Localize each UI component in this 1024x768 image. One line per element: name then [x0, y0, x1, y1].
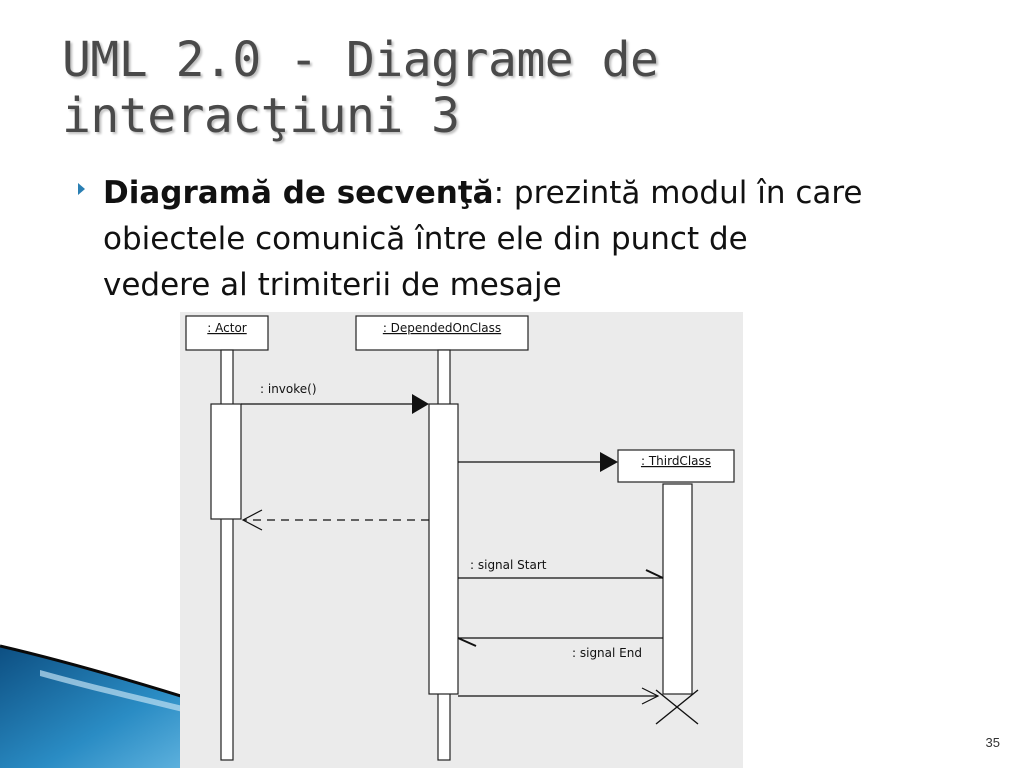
page-number: 35 [985, 735, 1000, 750]
bullet-text: Diagramă de secvenţă: prezintă modul în … [103, 170, 963, 308]
sequence-diagram: : Actor : DependedOnClass : ThirdClass :… [180, 312, 743, 768]
activation-actor [210, 403, 242, 520]
object-actor: : Actor [185, 315, 269, 351]
bullet-arrow-icon [78, 183, 85, 195]
object-depended-label: : DependedOnClass [383, 321, 501, 335]
message-return [241, 509, 429, 531]
message-signal-end: : signal End [457, 637, 663, 660]
object-third-class: : ThirdClass [617, 449, 735, 483]
object-third-label: : ThirdClass [641, 454, 711, 468]
bullet-line-3: vedere al trimiterii de mesaje [103, 267, 562, 303]
bullet-line-2: obiectele comunică între ele din punct d… [103, 221, 748, 257]
message-invoke: : invoke() [241, 382, 429, 414]
title-line-2: interacţiuni 3 [62, 88, 460, 144]
decorative-swoosh [0, 644, 200, 768]
bullet-separator: : [493, 175, 505, 211]
message-destroy [458, 687, 660, 705]
object-depended-on-class: : DependedOnClass [355, 315, 529, 351]
activation-depended [428, 403, 459, 695]
bullet-line-1: prezintă modul în care [504, 175, 863, 211]
message-signal-start: : signal Start [458, 558, 664, 579]
destroy-x-icon [655, 689, 699, 725]
object-actor-label: : Actor [207, 321, 247, 335]
bullet-term: Diagramă de secvenţă [103, 175, 494, 211]
message-create-third [458, 452, 618, 472]
slide-title: UML 2.0 - Diagrame de interacţiuni 3 [62, 32, 962, 144]
message-signal-end-label: : signal End [572, 646, 642, 660]
activation-third [662, 483, 693, 695]
message-invoke-label: : invoke() [260, 382, 317, 396]
title-line-1: UML 2.0 - Diagrame de [62, 32, 659, 88]
message-signal-start-label: : signal Start [470, 558, 547, 572]
